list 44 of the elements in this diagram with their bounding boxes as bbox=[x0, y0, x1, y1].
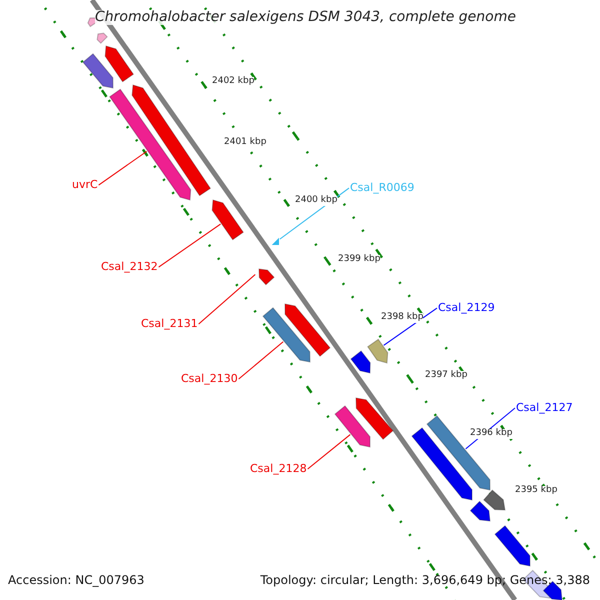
gene-label: Csal_2131 bbox=[141, 318, 198, 330]
gene-block bbox=[367, 338, 388, 364]
title: Chromohalobacter salexigens DSM 3043, complete genome bbox=[95, 10, 516, 26]
gene-block bbox=[426, 415, 490, 491]
gene-block bbox=[262, 307, 311, 363]
gene-block bbox=[334, 405, 370, 448]
gene-block bbox=[82, 53, 114, 89]
gene-block bbox=[212, 199, 244, 240]
gene-label: Csal_2132 bbox=[101, 261, 158, 274]
gene-label: uvrC bbox=[72, 179, 98, 192]
gene-block bbox=[104, 45, 134, 82]
leader-line bbox=[98, 150, 148, 186]
scale-label: 2395 kbp bbox=[515, 486, 558, 496]
gene-label: Csal_2130 bbox=[181, 373, 238, 386]
gene-block bbox=[355, 397, 394, 440]
leader-line bbox=[198, 274, 256, 325]
scale-label: 2402 kbp bbox=[212, 77, 254, 87]
gene-block bbox=[494, 525, 530, 567]
gene-label: Csal_2128 bbox=[250, 463, 307, 476]
gene-label: Csal_R0069 bbox=[350, 182, 414, 194]
gene-block bbox=[350, 350, 371, 374]
scale-label: 2401 kbp bbox=[224, 138, 266, 148]
scale-label: 2398 kbp bbox=[381, 313, 424, 323]
gene-label: Csal_2129 bbox=[438, 302, 495, 314]
gene-block bbox=[132, 84, 212, 196]
gene-block bbox=[470, 500, 491, 522]
leader-line bbox=[238, 341, 284, 380]
gene-block bbox=[411, 427, 472, 501]
gene-block bbox=[483, 489, 506, 511]
gene-triangle bbox=[272, 238, 279, 245]
scale-label: 2397 kbp bbox=[425, 371, 468, 381]
info-text: Accession: NC_007963 bbox=[8, 574, 144, 588]
scale-label: 2400 kbp bbox=[295, 196, 338, 206]
info-text: Topology: circular; Length: 3,696,649 bp; Genes: 3,388 bbox=[260, 574, 590, 588]
gene-label: Csal_2127 bbox=[516, 402, 573, 414]
gene-block bbox=[109, 88, 192, 201]
leader-line bbox=[383, 308, 438, 346]
leader-line bbox=[307, 434, 351, 470]
leader-line bbox=[158, 224, 222, 268]
scale-label: 2399 kbp bbox=[338, 255, 380, 265]
gene-block bbox=[284, 303, 331, 357]
gene-block bbox=[258, 268, 275, 286]
gene-block bbox=[96, 32, 108, 44]
scale-label: 2396 kbp bbox=[470, 429, 512, 439]
